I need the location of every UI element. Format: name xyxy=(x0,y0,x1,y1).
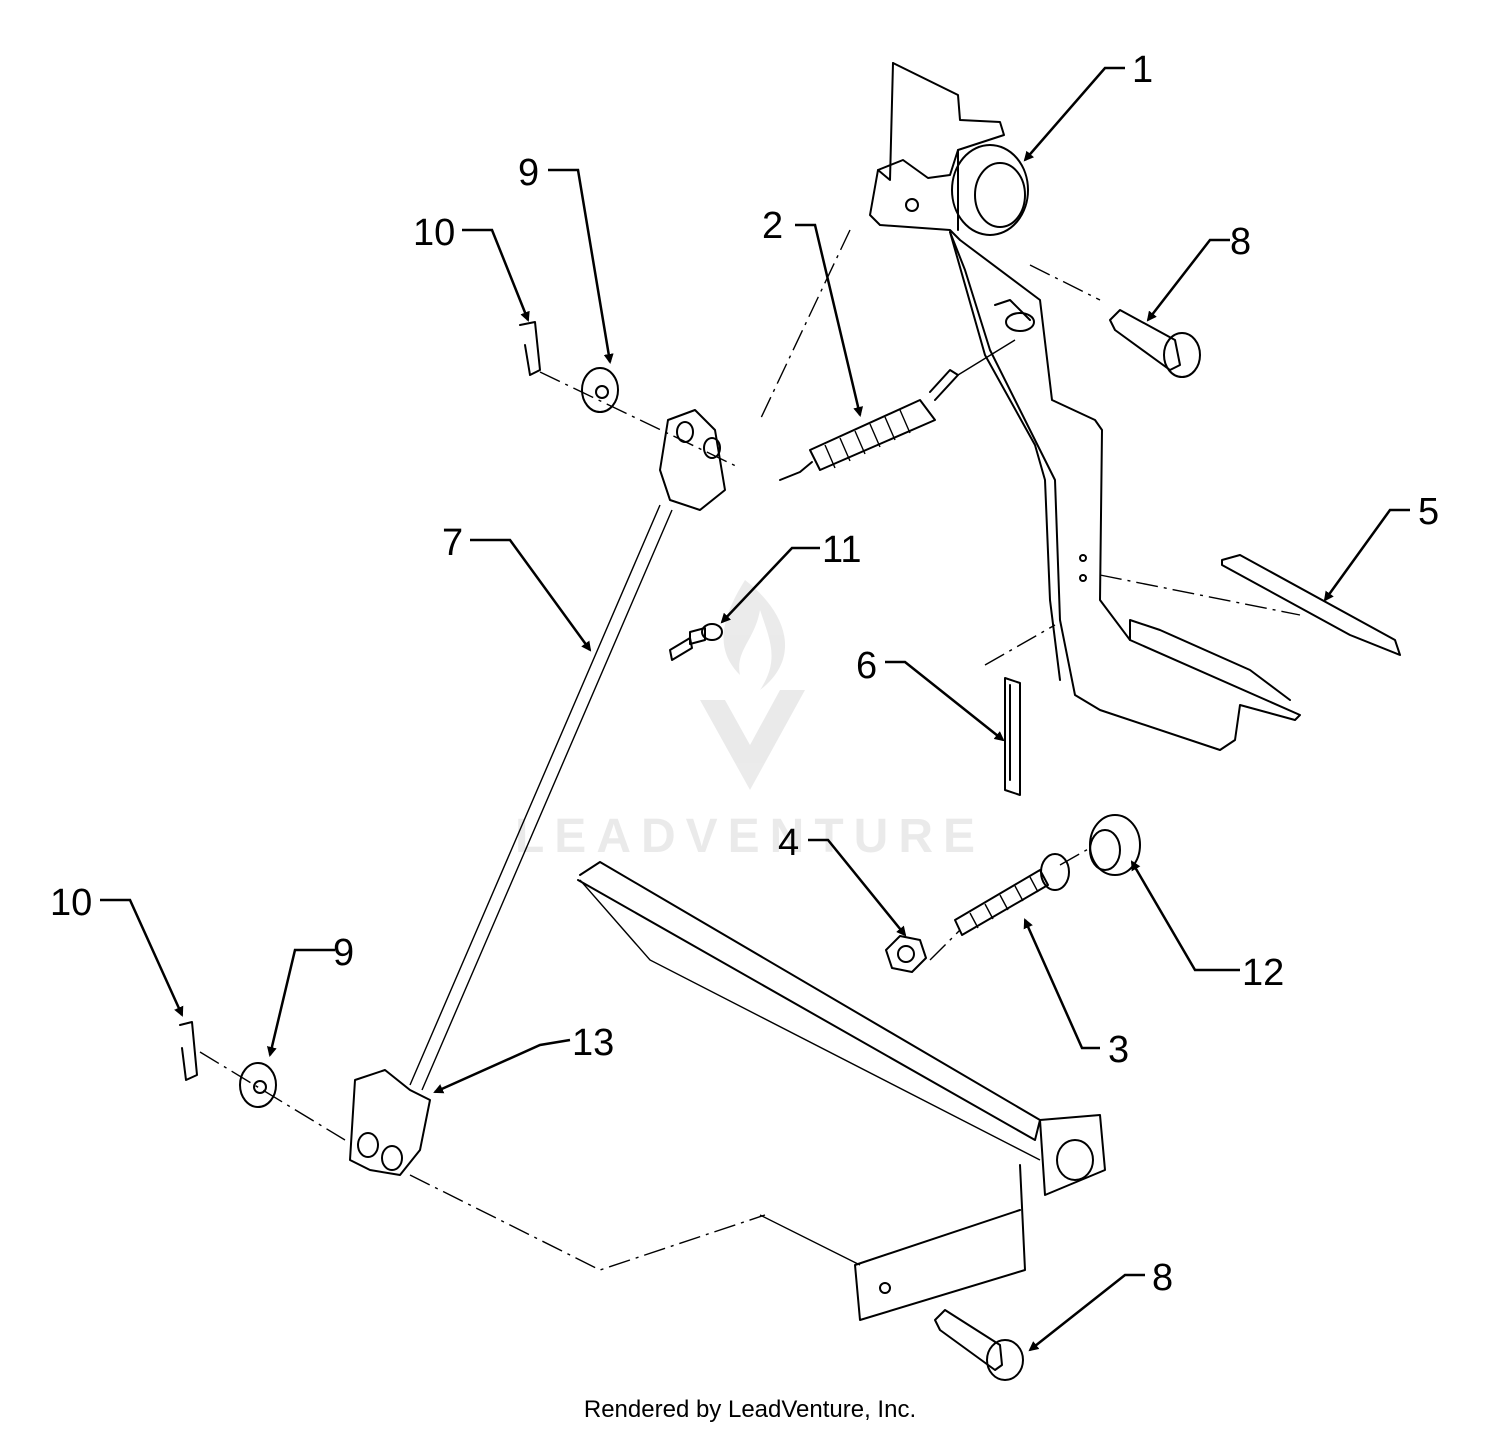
pedal-arm xyxy=(869,62,1301,751)
callout-11: 11 xyxy=(822,529,861,571)
pin-lower xyxy=(934,1309,1024,1381)
clip-lower xyxy=(179,1021,198,1081)
callout-7: 7 xyxy=(442,522,463,564)
callout-2: 2 xyxy=(762,205,783,247)
bracket xyxy=(1004,677,1021,796)
alignment-lines xyxy=(199,229,1301,1271)
callout-10-lower: 10 xyxy=(50,882,92,924)
stud xyxy=(669,623,723,661)
bolt xyxy=(954,853,1070,936)
callout-9-upper: 9 xyxy=(518,152,539,194)
callout-6: 6 xyxy=(856,645,877,687)
callout-10-upper: 10 xyxy=(413,212,455,254)
callout-13: 13 xyxy=(572,1022,614,1064)
pin-upper xyxy=(1109,309,1201,378)
render-credit: Rendered by LeadVenture, Inc. xyxy=(583,1396,917,1423)
control-rod xyxy=(349,409,726,1176)
callout-4: 4 xyxy=(778,822,799,864)
nut xyxy=(885,935,927,973)
callout-5: 5 xyxy=(1418,491,1439,533)
watermark-text: LEADVENTURE xyxy=(515,810,985,863)
washer-lower xyxy=(239,1062,277,1108)
callout-8-lower: 8 xyxy=(1152,1257,1173,1299)
spring xyxy=(779,339,1016,481)
callout-9-lower: 9 xyxy=(333,932,354,974)
callout-1: 1 xyxy=(1132,49,1153,91)
pedal-pad xyxy=(1221,554,1401,656)
watermark-logo xyxy=(700,580,805,790)
callout-8-upper: 8 xyxy=(1230,221,1251,263)
callout-12: 12 xyxy=(1242,952,1284,994)
clip-upper xyxy=(519,321,541,376)
frame-shaft xyxy=(577,861,1106,1321)
callout-3: 3 xyxy=(1108,1029,1129,1071)
washer-upper xyxy=(581,367,619,413)
leader-lines xyxy=(100,66,1410,1352)
spacer xyxy=(1089,814,1141,876)
